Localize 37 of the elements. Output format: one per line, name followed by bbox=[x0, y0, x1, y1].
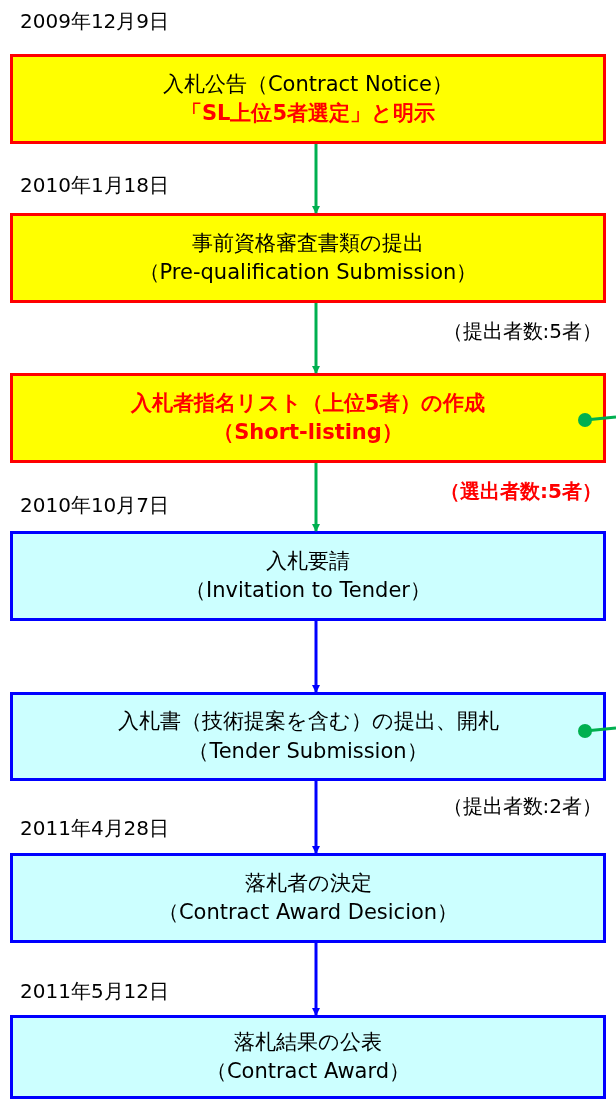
box-label: 入札要請 bbox=[266, 547, 350, 575]
arrow bbox=[312, 144, 320, 214]
process-box bbox=[10, 373, 606, 463]
box-label: 入札書（技術提案を含む）の提出、開札 bbox=[117, 708, 499, 736]
date-label: 2010年10月7日 bbox=[20, 492, 170, 519]
process-box bbox=[10, 54, 606, 144]
arrow bbox=[312, 621, 320, 693]
count-note: （選出者数:5者） bbox=[440, 478, 602, 505]
box-label: 事前資格審査書類の提出 bbox=[192, 229, 424, 257]
date-label: 2011年5月12日 bbox=[20, 978, 170, 1005]
box-label: 入札公告（Contract Notice） bbox=[162, 70, 454, 98]
box-label: （Contract Award Desicion） bbox=[157, 899, 459, 926]
process-box bbox=[10, 692, 606, 781]
date-label: 2010年1月18日 bbox=[20, 172, 170, 199]
box-label: （Contract Award） bbox=[205, 1058, 411, 1085]
box-label: 「SL上位5者選定」と明示 bbox=[180, 100, 436, 127]
process-box bbox=[10, 1015, 606, 1099]
leader-line bbox=[578, 413, 616, 427]
date-label: 2009年12月9日 bbox=[20, 8, 170, 35]
process-box bbox=[10, 853, 606, 943]
count-note: （提出者数:5者） bbox=[442, 318, 602, 345]
box-label: （Tender Submission） bbox=[188, 737, 428, 765]
arrow bbox=[312, 781, 320, 854]
box-label: （Pre-qualification Submission） bbox=[138, 259, 478, 286]
date-label: 2011年4月28日 bbox=[20, 815, 170, 842]
box-label: 落札者の決定 bbox=[244, 869, 372, 897]
box-label: （Short-listing） bbox=[213, 419, 403, 446]
leader-line bbox=[578, 724, 616, 738]
box-label: （Invitation to Tender） bbox=[185, 577, 431, 604]
process-box bbox=[10, 213, 606, 303]
arrow bbox=[312, 463, 320, 532]
arrow bbox=[312, 943, 320, 1016]
arrow bbox=[312, 303, 320, 374]
process-box bbox=[10, 531, 606, 621]
box-label: 落札結果の公表 bbox=[234, 1028, 382, 1056]
count-note: （提出者数:2者） bbox=[442, 793, 602, 820]
box-label: 入札者指名リスト（上位5者）の作成 bbox=[130, 389, 486, 417]
